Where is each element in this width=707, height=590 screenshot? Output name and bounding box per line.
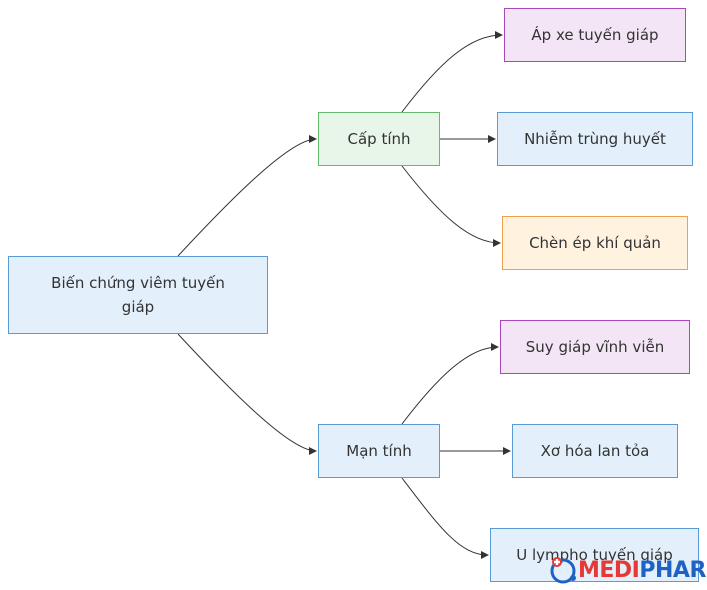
node-acute: Cấp tính — [318, 112, 440, 166]
node-permanent-hypothyroidism: Suy giáp vĩnh viễn — [500, 320, 690, 374]
edge-root-acute — [177, 135, 317, 257]
node-acute-label: Cấp tính — [347, 130, 411, 148]
node-permanent-hypothyroidism-label: Suy giáp vĩnh viễn — [525, 338, 665, 356]
edge-chronic-d1 — [401, 343, 499, 425]
edge-root-chronic — [177, 333, 317, 455]
node-chronic: Mạn tính — [318, 424, 440, 478]
logo-medi: MEDI — [578, 558, 640, 583]
node-tracheal-compression: Chèn ép khí quản — [502, 216, 688, 270]
node-tracheal-compression-label: Chèn ép khí quản — [529, 234, 661, 252]
node-abscess: Áp xe tuyến giáp — [504, 8, 686, 62]
edge-chronic-d3 — [401, 477, 489, 559]
edge-acute-c3 — [401, 165, 501, 247]
node-abscess-label: Áp xe tuyến giáp — [531, 26, 659, 44]
node-diffuse-fibrosis-label: Xơ hóa lan tỏa — [540, 442, 650, 460]
node-diffuse-fibrosis: Xơ hóa lan tỏa — [512, 424, 678, 478]
node-root: Biến chứng viêm tuyến giáp — [8, 256, 268, 334]
stethoscope-icon — [550, 557, 576, 584]
node-sepsis-label: Nhiễm trùng huyết — [524, 130, 666, 148]
edge-acute-c1 — [401, 31, 503, 113]
medipharm-logo: MEDIPHARM — [548, 552, 707, 590]
logo-wordmark: MEDIPHARM — [578, 558, 707, 583]
node-sepsis: Nhiễm trùng huyết — [497, 112, 693, 166]
logo-pharm: PHARM — [639, 558, 707, 583]
node-chronic-label: Mạn tính — [346, 442, 412, 460]
node-root-label: Biến chứng viêm tuyến giáp — [51, 274, 225, 316]
